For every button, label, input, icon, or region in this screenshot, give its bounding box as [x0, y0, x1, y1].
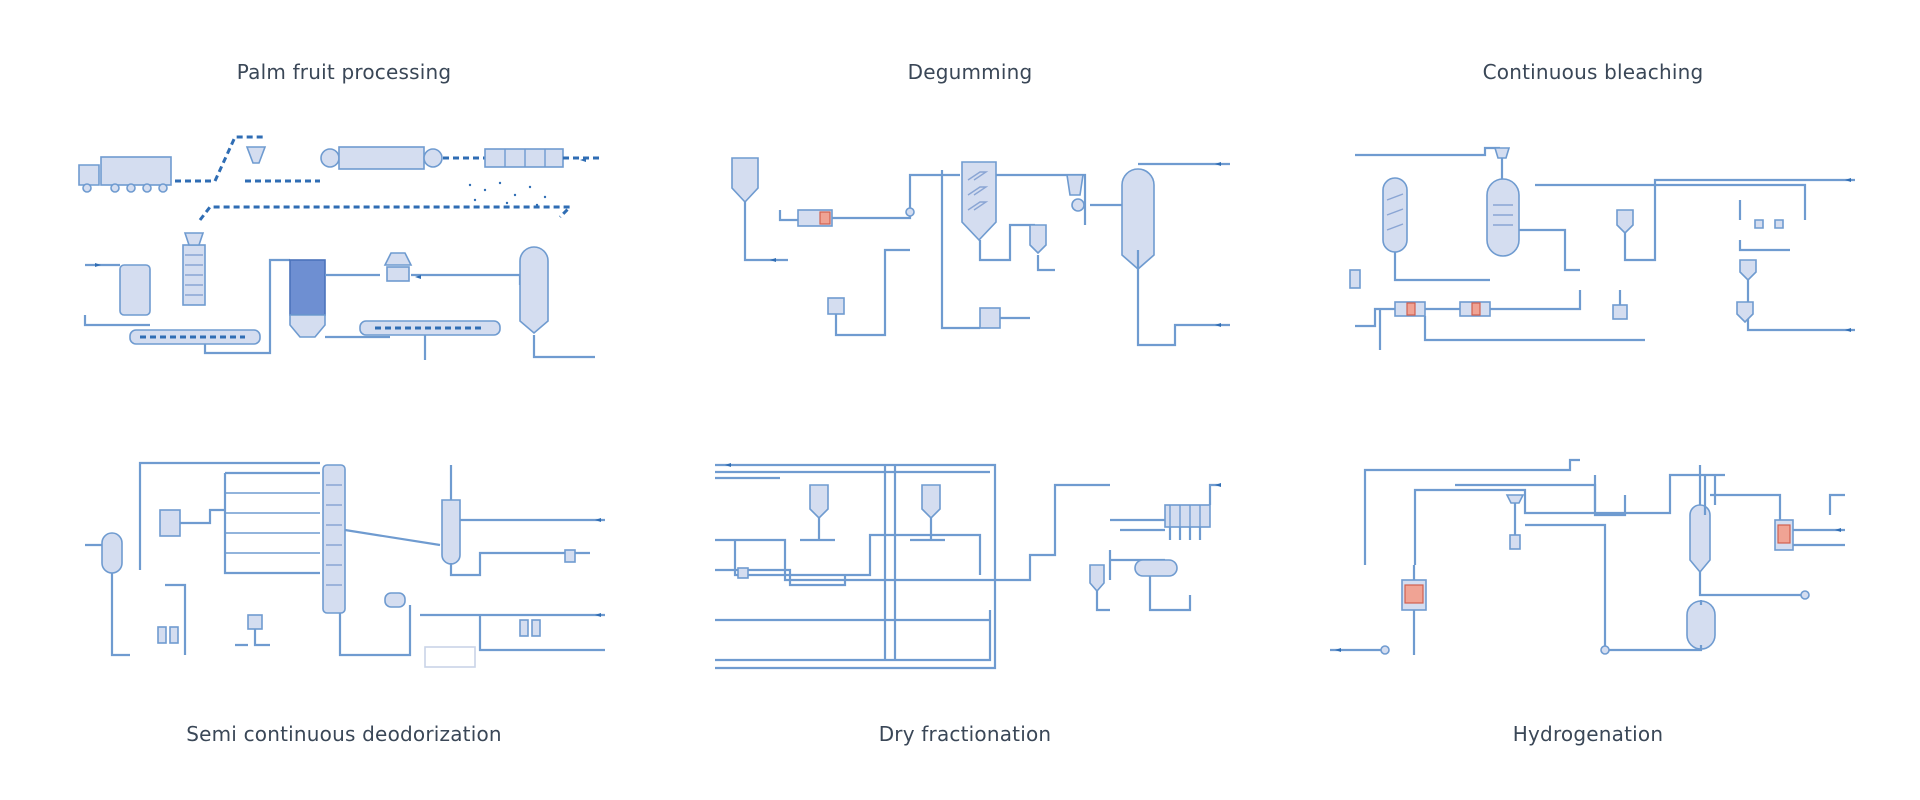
- title-semi-continuous-deodorization: Semi continuous deodorization: [186, 722, 502, 746]
- diagram-degumming[interactable]: [710, 150, 1240, 355]
- diagram-hydrogenation[interactable]: [1325, 455, 1865, 670]
- diagram-semi-continuous-deodorization[interactable]: [80, 455, 620, 670]
- title-continuous-bleaching: Continuous bleaching: [1482, 60, 1704, 84]
- truck-icon: [78, 156, 172, 193]
- title-dry-fractionation: Dry fractionation: [878, 722, 1052, 746]
- title-palm-fruit-processing: Palm fruit processing: [236, 60, 452, 84]
- diagram-dry-fractionation[interactable]: [710, 460, 1230, 670]
- diagram-palm-fruit-processing[interactable]: [75, 125, 605, 365]
- sterilizer-icon: [320, 146, 443, 170]
- diagram-continuous-bleaching[interactable]: [1335, 140, 1855, 350]
- title-degumming: Degumming: [907, 60, 1033, 84]
- title-hydrogenation: Hydrogenation: [1512, 722, 1664, 746]
